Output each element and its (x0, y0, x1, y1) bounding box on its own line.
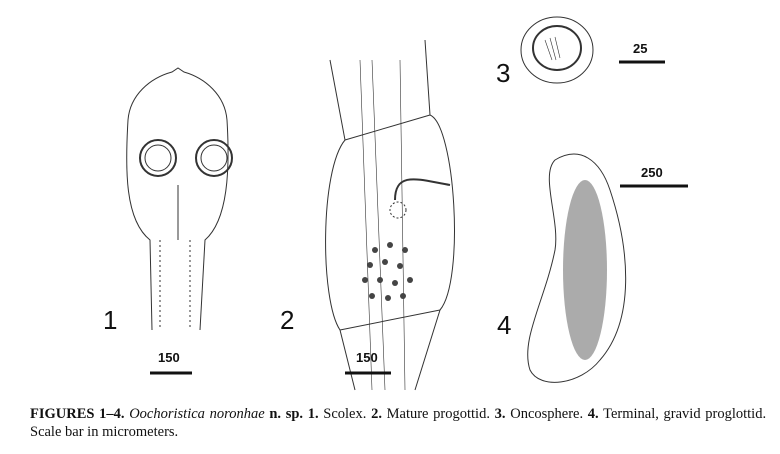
scolex-drawing (126, 67, 233, 331)
caption-num-4: 4. (587, 406, 599, 422)
caption-species: Oochoristica noronhae (129, 406, 265, 422)
mature-proglottid-drawing (325, 39, 455, 391)
caption-text-4: Terminal, gravid proglottid. Scale bar i… (30, 406, 767, 440)
figure-drawings (126, 16, 688, 391)
scale-label-fig2: 150 (356, 350, 378, 365)
caption-lead: FIGURES 1–4. (30, 406, 125, 422)
caption-num-1: 1. (307, 406, 319, 422)
caption-num-3: 3. (494, 406, 506, 422)
caption-text-2: Mature progottid. (386, 406, 490, 422)
oncosphere-drawing (520, 16, 594, 84)
caption-text-3: Oncosphere. (510, 406, 584, 422)
scale-bars (150, 60, 688, 375)
scale-label-fig1: 150 (158, 350, 180, 365)
caption-nsp: n. sp. (269, 406, 304, 422)
scale-label-fig3: 25 (633, 41, 648, 56)
figure-label-2: 2 (280, 305, 295, 335)
figure-label-3: 3 (496, 58, 511, 88)
figure-label-4: 4 (497, 310, 512, 340)
figure-caption: FIGURES 1–4. Oochoristica noronhae n. sp… (30, 405, 766, 441)
eggs (563, 180, 607, 360)
gravid-proglottid-drawing (527, 153, 627, 383)
caption-num-2: 2. (371, 406, 382, 422)
scale-label-fig4: 250 (641, 165, 663, 180)
figure-label-1: 1 (103, 305, 118, 335)
caption-text-1: Scolex. (323, 406, 367, 422)
